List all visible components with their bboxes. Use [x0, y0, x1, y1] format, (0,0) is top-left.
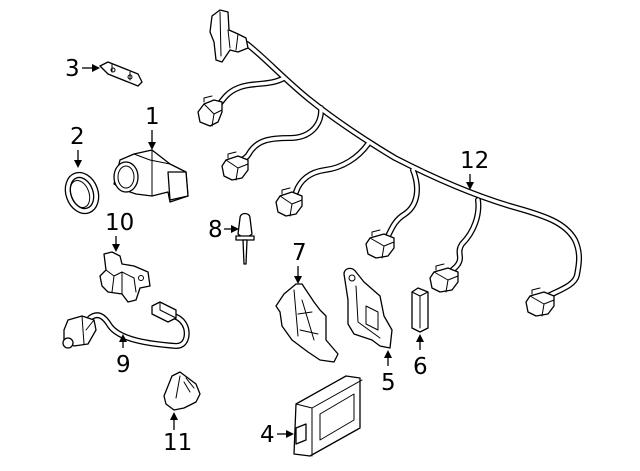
callout-label: 5	[381, 370, 396, 396]
callout-2: 2	[70, 124, 85, 168]
arrow-icon	[170, 412, 178, 420]
callout-4: 4	[260, 422, 294, 448]
callout-9: 9	[116, 334, 131, 378]
callout-label: 7	[292, 240, 307, 266]
arrow-icon	[231, 225, 239, 233]
arrow-icon	[294, 276, 302, 284]
callout-label: 4	[260, 422, 275, 448]
arrow-icon	[92, 64, 100, 72]
callout-label: 10	[105, 210, 134, 236]
arrow-icon	[416, 334, 424, 342]
arrow-icon	[112, 244, 120, 252]
wiring-harness	[197, 9, 582, 317]
harness-connector	[221, 151, 249, 181]
callout-5: 5	[381, 350, 396, 396]
arrow-icon	[74, 160, 82, 168]
harness-connector	[525, 287, 555, 317]
harness-connector	[275, 187, 303, 217]
callout-11: 11	[163, 412, 192, 456]
camera-bracket	[99, 251, 151, 303]
sensor-bracket-clip	[99, 61, 143, 87]
callout-label: 9	[116, 352, 131, 378]
arrow-icon	[119, 334, 127, 342]
control-module	[293, 375, 363, 457]
callout-label: 1	[145, 104, 160, 130]
harness-connector	[197, 95, 223, 127]
temperature-sensor	[235, 212, 255, 265]
callout-7: 7	[292, 240, 307, 284]
arrow-icon	[148, 142, 156, 150]
callout-label: 12	[460, 148, 489, 174]
camera-cover	[163, 371, 201, 411]
callout-label: 8	[208, 217, 223, 243]
mounting-bracket	[275, 283, 339, 363]
callout-8: 8	[208, 217, 239, 243]
harness-main-connector	[209, 9, 249, 63]
sensor-seal-ring	[64, 171, 100, 215]
arrow-icon	[384, 350, 392, 358]
retainer-clip	[411, 287, 429, 333]
harness-connector	[365, 229, 395, 259]
callout-12: 12	[460, 148, 489, 190]
camera-with-cable	[62, 301, 190, 349]
callout-label: 11	[163, 430, 192, 456]
harness-connector	[429, 263, 459, 293]
module-bracket	[343, 267, 393, 349]
callout-6: 6	[413, 334, 428, 380]
parking-sensor	[113, 149, 189, 203]
callout-10: 10	[105, 210, 134, 252]
callout-label: 2	[70, 124, 85, 150]
callout-label: 3	[65, 56, 80, 82]
callout-1: 1	[145, 104, 160, 150]
callout-3: 3	[65, 56, 100, 82]
arrow-icon	[466, 182, 474, 190]
arrow-icon	[286, 430, 294, 438]
callout-label: 6	[413, 354, 428, 380]
